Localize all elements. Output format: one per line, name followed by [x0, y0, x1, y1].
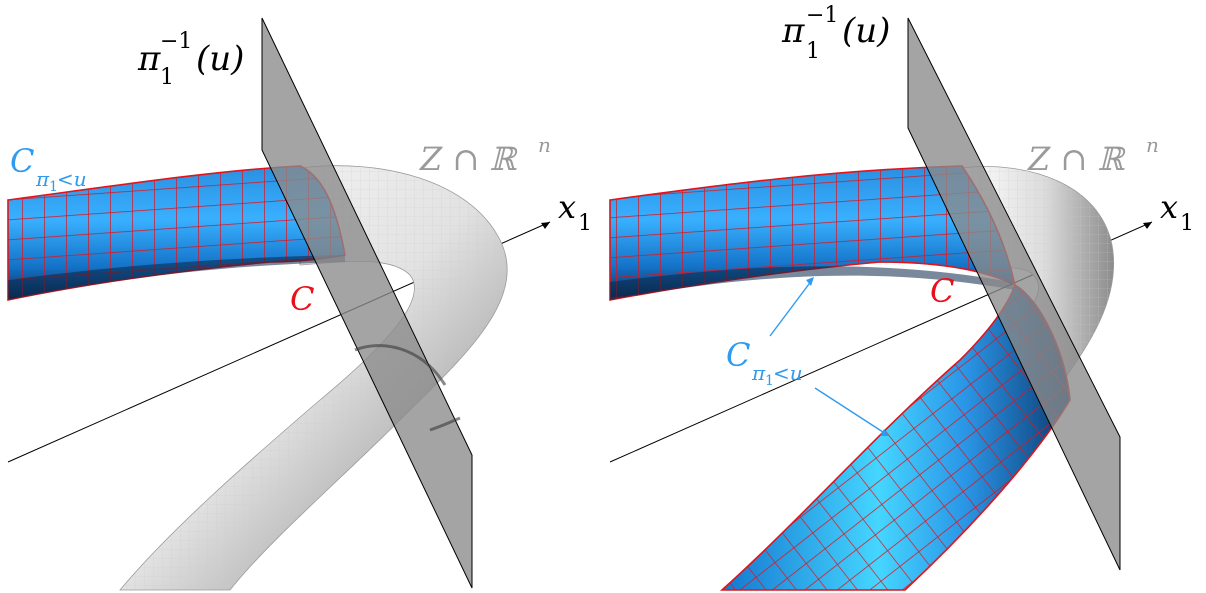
set-label-text: Z ∩ ℝ: [419, 140, 518, 178]
blue-region-upper-shadow: [610, 266, 1015, 300]
region-label-sub2: 1: [765, 373, 774, 389]
blue-region-upper-grid: [610, 166, 1015, 300]
plane-label-sub: 1: [806, 39, 820, 64]
right-panel: π 1 −1 (u) Z ∩ ℝ n x 1 C C π 1 <u: [609, 3, 1194, 591]
set-label: Z ∩ ℝ n: [419, 133, 551, 178]
plane-shape: [261, 17, 473, 589]
blue-region-shadow-band: [8, 255, 345, 300]
plane-label-sub: 1: [160, 65, 174, 90]
left-panel: π 1 −1 (u) Z ∩ ℝ n x 1 C C π 1 <u: [7, 17, 592, 591]
axis-label-sub: 1: [578, 211, 592, 236]
axis-label: x 1: [558, 188, 592, 236]
region-pointer-upper-head: [806, 277, 814, 286]
region-pointer-lower: [814, 387, 887, 435]
axis-label: x 1: [1160, 188, 1194, 236]
region-label-rel: <u: [57, 167, 87, 191]
plane-label: π 1 −1 (u): [781, 3, 890, 64]
plane-label-arg: (u): [842, 11, 890, 51]
region-pointer-upper: [769, 279, 813, 337]
region-label-base: C: [726, 336, 750, 374]
gray-tube-mesh: [120, 165, 508, 590]
set-label-sup: n: [538, 133, 551, 157]
region-label: C π 1 <u: [10, 142, 87, 195]
blue-region-grid: [8, 166, 345, 300]
region-label: C π 1 <u: [726, 336, 803, 389]
plane-label-sup: −1: [160, 29, 192, 54]
region-pointer-lower-head: [880, 429, 889, 436]
blue-region-lower-grid: [722, 285, 1070, 590]
plane-intersection-curve: [354, 344, 461, 432]
plane-shape: [907, 17, 1121, 571]
set-label-sup: n: [1146, 133, 1159, 157]
plane-label-sup: −1: [806, 3, 838, 28]
plane-label-base: π: [137, 39, 161, 79]
curve-label: C: [290, 280, 314, 318]
plane-label-arg: (u): [196, 39, 244, 79]
region-label-rel: <u: [773, 361, 803, 385]
region-label-sub: π: [35, 167, 50, 191]
region-label-sub2: 1: [49, 179, 58, 195]
region-label-base: C: [10, 142, 34, 180]
x1-axis-arrowhead: [541, 222, 550, 229]
set-label-text: Z ∩ ℝ: [1027, 140, 1126, 178]
plane-label: π 1 −1 (u): [137, 29, 244, 90]
set-label: Z ∩ ℝ n: [1027, 133, 1159, 178]
plane-label-base: π: [781, 11, 805, 51]
axis-label-text: x: [1160, 188, 1178, 226]
axis-label-text: x: [558, 188, 576, 226]
axis-label-sub: 1: [1180, 211, 1194, 236]
curve-label: C: [930, 272, 954, 310]
x1-axis-arrowhead: [1143, 222, 1152, 229]
region-label-sub: π: [751, 361, 766, 385]
